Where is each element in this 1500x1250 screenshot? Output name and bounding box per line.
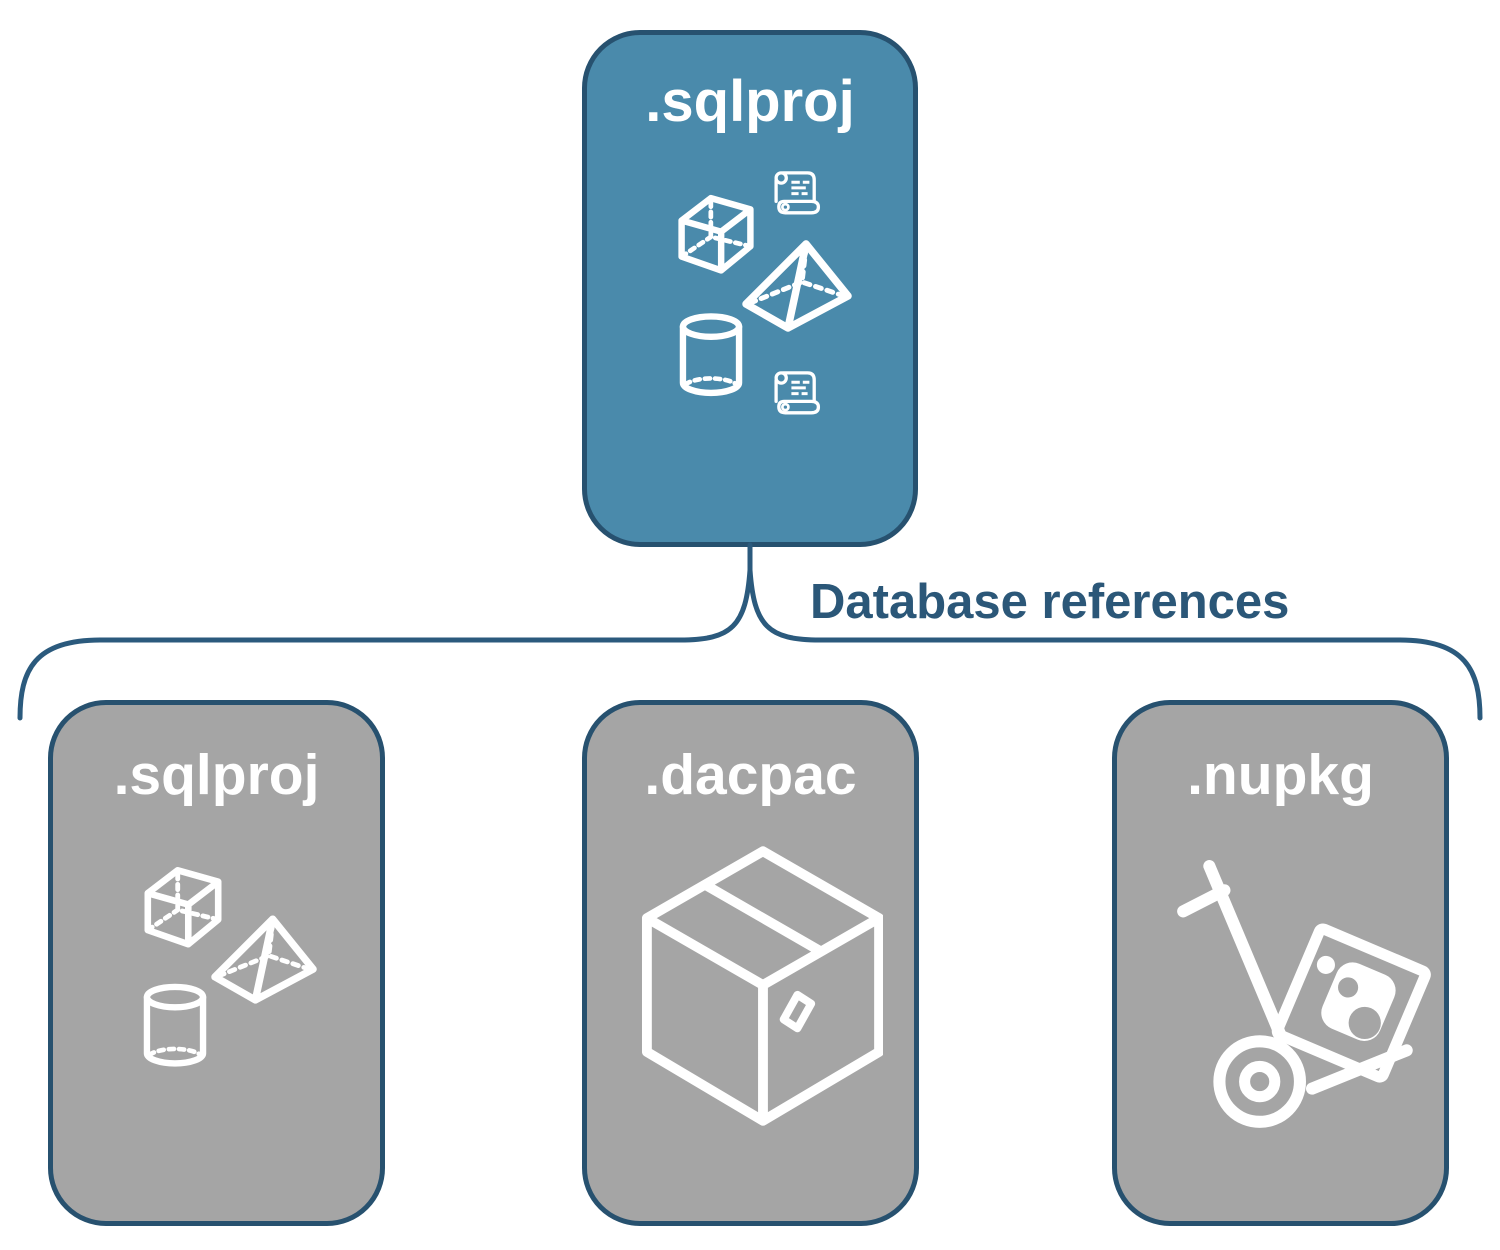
sqlproj-child-card: .sqlproj: [48, 700, 385, 1226]
pyramid-icon: [742, 240, 852, 335]
sqlproj-parent-card: .sqlproj: [582, 30, 918, 547]
hand-truck-nuget-icon: [1169, 853, 1441, 1145]
dacpac-child-card: .dacpac: [582, 700, 919, 1226]
database-references-brace: [17, 542, 1483, 721]
database-references-label: Database references: [810, 575, 1290, 629]
parent-card-title: .sqlproj: [645, 69, 855, 134]
package-box-icon: [641, 845, 883, 1127]
child-card-title: .sqlproj: [113, 743, 320, 807]
scroll-icon: [774, 171, 821, 215]
cylinder-icon: [677, 313, 745, 398]
scroll-icon: [774, 371, 821, 415]
nupkg-child-card: .nupkg: [1112, 700, 1449, 1226]
child-card-title: .nupkg: [1187, 743, 1374, 807]
child-card-title: .dacpac: [644, 743, 857, 807]
cylinder-icon: [141, 983, 209, 1069]
pyramid-icon: [211, 915, 317, 1007]
